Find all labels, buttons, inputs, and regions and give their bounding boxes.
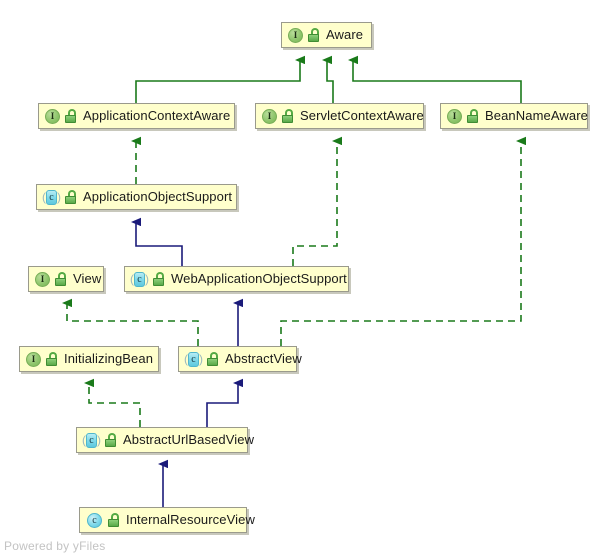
lock-icon bbox=[467, 109, 479, 123]
class-node-initializingbean[interactable]: InitializingBean bbox=[19, 346, 159, 372]
edge-applicationcontextaware-to-aware bbox=[135, 55, 305, 103]
lock-icon bbox=[108, 513, 120, 527]
class-node-webapplicationobjectsupport[interactable]: () WebApplicationObjectSupport bbox=[124, 266, 349, 292]
class-node-label: BeanNameAware bbox=[485, 108, 588, 123]
interface-icon bbox=[45, 108, 60, 124]
class-node-label: InternalResourceView bbox=[126, 512, 255, 527]
class-node-label: InitializingBean bbox=[64, 351, 154, 366]
class-icon: () bbox=[184, 351, 203, 367]
class-icon: () bbox=[86, 512, 103, 528]
edge-webapplicationobjectsupport-to-applicationobjectsupport bbox=[131, 217, 183, 266]
class-node-label: AbstractUrlBasedView bbox=[123, 432, 255, 447]
interface-icon bbox=[26, 351, 41, 367]
class-node-applicationcontextaware[interactable]: ApplicationContextAware bbox=[38, 103, 235, 129]
lock-icon bbox=[65, 109, 77, 123]
class-icon: () bbox=[130, 271, 149, 287]
interface-icon bbox=[35, 271, 50, 287]
class-node-servletcontextaware[interactable]: ServletContextAware bbox=[255, 103, 424, 129]
class-node-applicationobjectsupport[interactable]: () ApplicationObjectSupport bbox=[36, 184, 237, 210]
interface-icon bbox=[262, 108, 277, 124]
class-node-label: Aware bbox=[326, 27, 364, 42]
class-node-label: ApplicationContextAware bbox=[83, 108, 231, 123]
class-node-beannameaware[interactable]: BeanNameAware bbox=[440, 103, 588, 129]
lock-icon bbox=[55, 272, 67, 286]
class-node-abstractview[interactable]: () AbstractView bbox=[178, 346, 302, 372]
class-node-label: ServletContextAware bbox=[300, 108, 424, 123]
edge-abstracturlbasedview-to-initializingbean bbox=[84, 378, 141, 427]
class-node-abstracturlbasedview[interactable]: () AbstractUrlBasedView bbox=[76, 427, 254, 453]
edge-abstracturlbasedview-to-abstractview bbox=[206, 378, 243, 427]
class-node-label: ApplicationObjectSupport bbox=[83, 189, 233, 204]
class-node-internalresourceview[interactable]: () InternalResourceView bbox=[79, 507, 255, 533]
watermark-label: Powered by yFiles bbox=[4, 539, 106, 553]
edge-abstractview-to-beannameaware bbox=[280, 136, 526, 346]
edge-abstractview-to-view bbox=[62, 298, 199, 346]
lock-icon bbox=[46, 352, 58, 366]
lock-icon bbox=[65, 190, 77, 204]
lock-icon bbox=[105, 433, 117, 447]
class-node-label: AbstractView bbox=[225, 351, 302, 366]
edge-webapplicationobjectsupport-to-servletcontextaware bbox=[292, 136, 342, 266]
class-icon: () bbox=[42, 189, 61, 205]
lock-icon bbox=[207, 352, 219, 366]
class-icon: () bbox=[82, 432, 101, 448]
interface-icon bbox=[447, 108, 462, 124]
edge-beannameaware-to-aware bbox=[348, 55, 522, 103]
lock-icon bbox=[153, 272, 165, 286]
lock-icon bbox=[282, 109, 294, 123]
class-node-label: WebApplicationObjectSupport bbox=[171, 271, 347, 286]
edge-servletcontextaware-to-aware bbox=[322, 55, 334, 103]
class-node-label: View bbox=[73, 271, 102, 286]
class-node-aware[interactable]: Aware bbox=[281, 22, 372, 48]
interface-icon bbox=[288, 27, 303, 43]
class-node-view[interactable]: View bbox=[28, 266, 104, 292]
lock-icon bbox=[308, 28, 320, 42]
